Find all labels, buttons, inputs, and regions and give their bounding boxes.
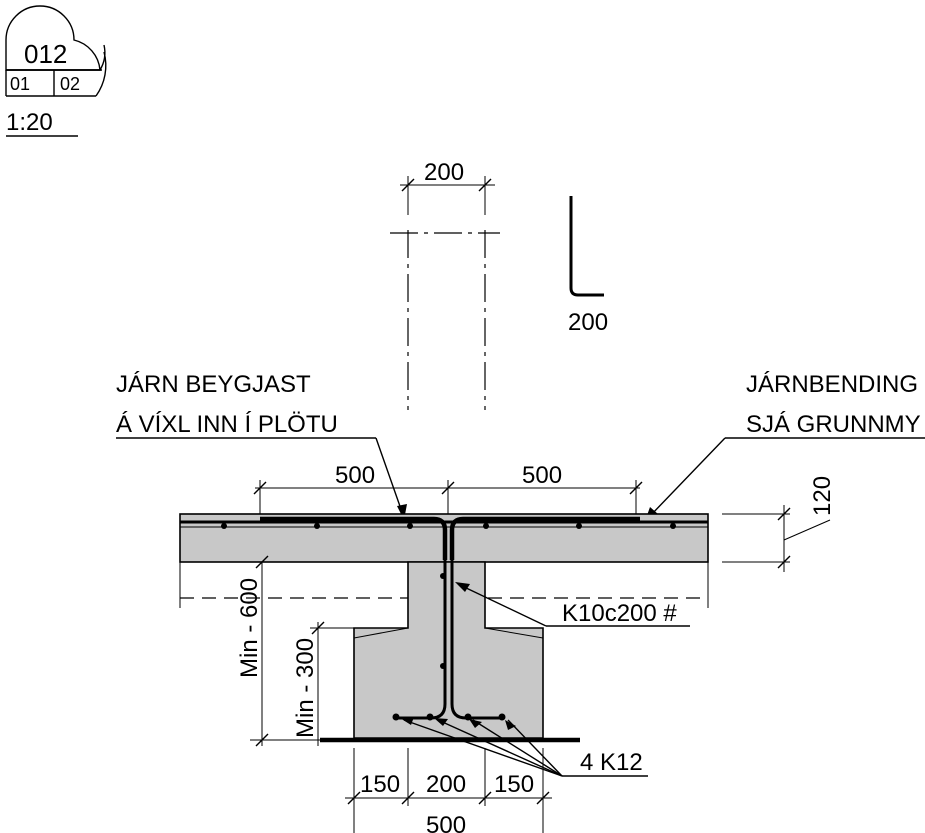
bar-shape-symbol: 200 [568,196,608,336]
dim-footing-widths: 150 200 150 500 [345,748,552,833]
detail-number: 012 [24,39,67,69]
left-note-line2: Á VÍXL INN Í PLÖTU [116,411,338,438]
dim-footing-mid: 200 [426,771,466,798]
dim-footing-left: 150 [360,771,400,798]
dim-min-600: Min - 600 [236,578,263,678]
stirrup-label: K10c200 # [562,600,677,627]
bottom-bars-callout: 4 K12 [400,717,648,777]
dim-slab-thickness-text: 120 [809,476,836,516]
right-note-line2: SJÁ GRUNNMY [746,411,921,438]
dim-slab-thickness: 120 [722,476,836,572]
scale-label: 1:20 [6,109,53,136]
foundation-wall-footing [320,560,580,743]
floor-slab [179,513,709,608]
dim-wall-width-text: 200 [424,159,464,186]
detail-marker: 012 01 02 1:20 [5,5,107,137]
bottom-bars-label: 4 K12 [580,749,643,776]
dim-footing-total: 500 [426,812,466,833]
wall-outline-above [390,230,500,410]
left-note-line1: JÁRN BEYGJAST [116,371,311,398]
sheet-ref-left: 01 [10,74,30,94]
dim-lap-left: 500 [335,462,375,489]
bar-hook-length: 200 [568,309,608,336]
left-note: JÁRN BEYGJAST Á VÍXL INN Í PLÖTU [116,371,407,520]
right-note-line1: JÁRNBENDING [746,371,918,398]
dim-wall-width: 200 [400,159,495,215]
dim-footing-right: 150 [494,771,534,798]
stirrup-callout: K10c200 # [455,582,690,627]
dim-min-300: Min - 300 [292,638,319,738]
dim-lap-lengths: 500 500 [253,462,643,520]
right-note: JÁRNBENDING SJÁ GRUNNMY [645,371,925,521]
dim-min-depths: Min - 600 Min - 300 [236,555,354,747]
sheet-ref-right: 02 [60,74,80,94]
dim-lap-right: 500 [522,462,562,489]
